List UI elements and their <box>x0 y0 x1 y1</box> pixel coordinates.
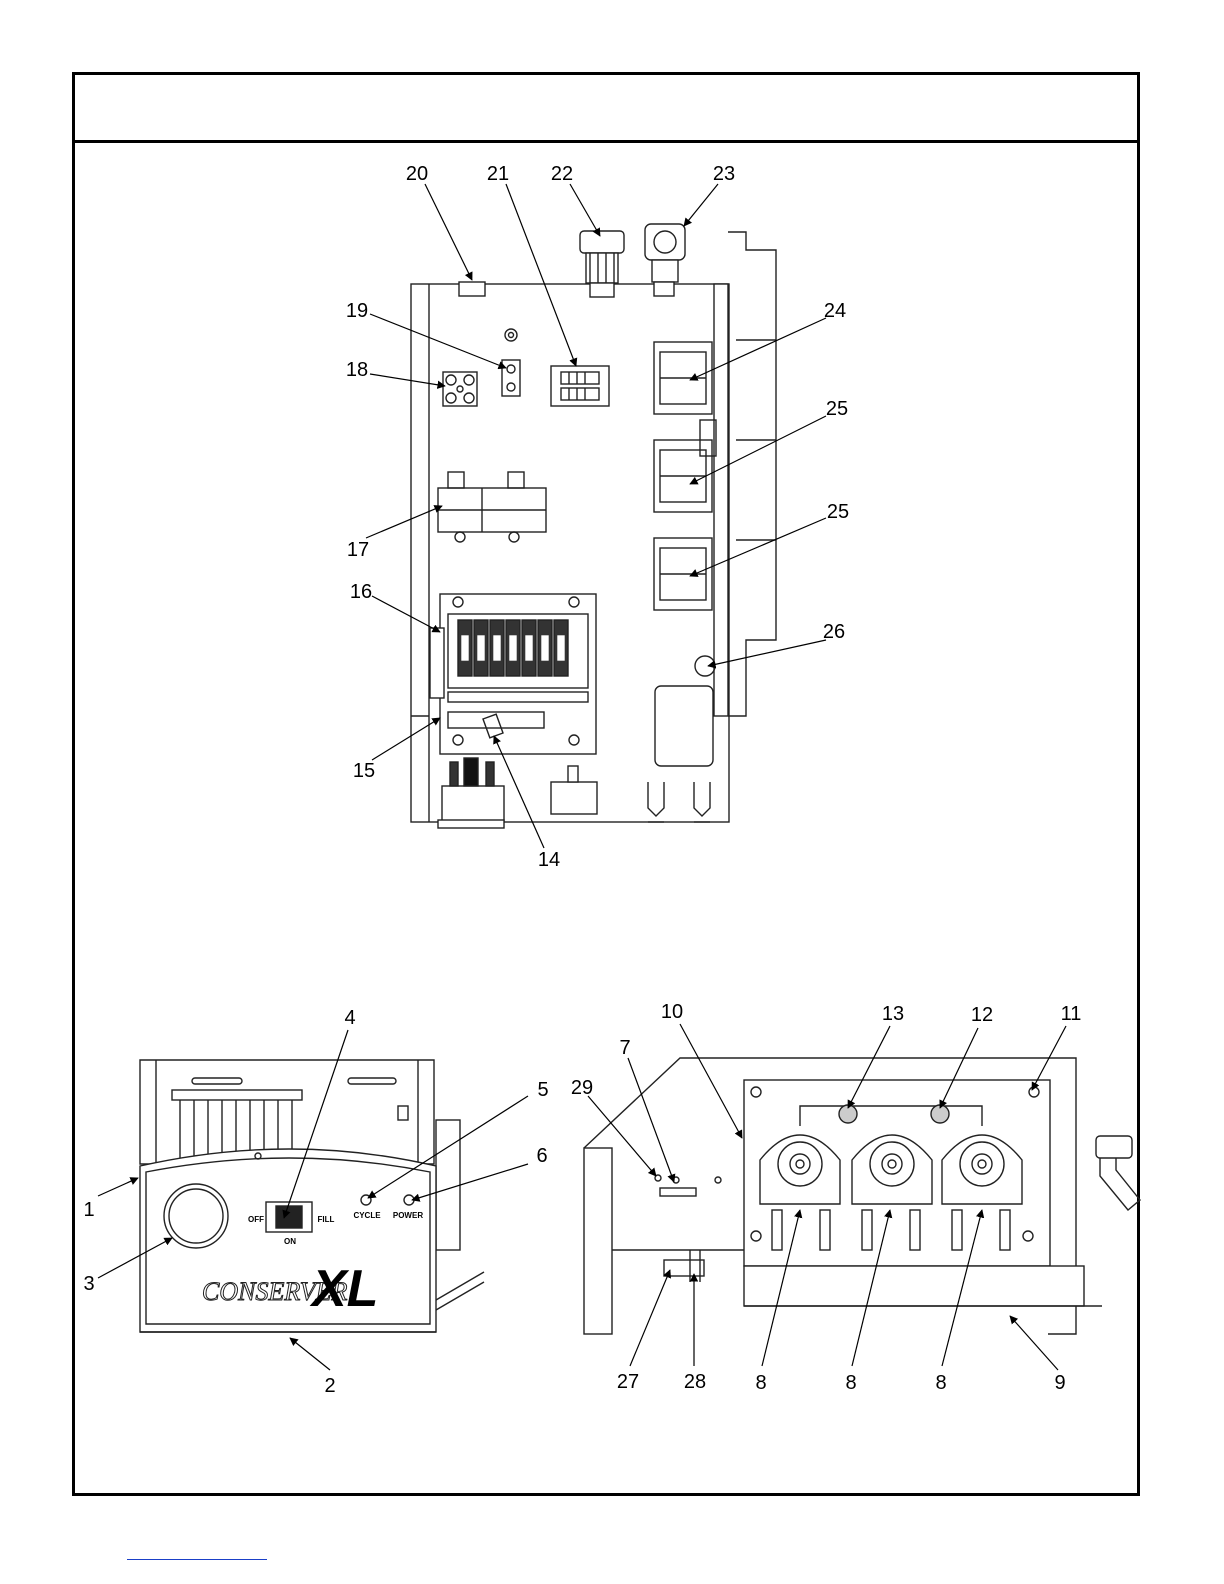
callout-14: 14 <box>538 849 560 871</box>
callout-13: 13 <box>882 1003 904 1025</box>
callout-1: 1 <box>83 1199 94 1221</box>
callout-5: 5 <box>537 1079 548 1101</box>
callout-25-upper: 25 <box>826 398 848 420</box>
cycle-label: CYCLE <box>353 1211 381 1220</box>
footer-link-underline[interactable] <box>127 1559 267 1560</box>
callout-21: 21 <box>487 163 509 185</box>
callout-25-lower: 25 <box>827 501 849 523</box>
callout-20: 20 <box>406 163 428 185</box>
callout-27: 27 <box>617 1371 639 1393</box>
callout-7: 7 <box>619 1037 630 1059</box>
callout-10: 10 <box>661 1001 683 1023</box>
callout-22: 22 <box>551 163 573 185</box>
callout-8-right: 8 <box>935 1372 946 1394</box>
callout-28: 28 <box>684 1371 706 1393</box>
callout-17: 17 <box>347 539 369 561</box>
callout-2: 2 <box>324 1375 335 1397</box>
switch-on-label: ON <box>284 1237 296 1246</box>
callout-11: 11 <box>1061 1003 1082 1025</box>
control-box-interior <box>411 224 776 828</box>
callout-29: 29 <box>571 1077 593 1099</box>
callout-18: 18 <box>346 359 368 381</box>
callout-6: 6 <box>536 1145 547 1167</box>
callout-8-middle: 8 <box>845 1372 856 1394</box>
switch-off-label: OFF <box>248 1215 264 1224</box>
callout-4: 4 <box>344 1007 355 1029</box>
callout-24: 24 <box>824 300 846 322</box>
callout-26: 26 <box>823 621 845 643</box>
callout-15: 15 <box>353 760 375 782</box>
callout-9: 9 <box>1054 1372 1065 1394</box>
callout-3: 3 <box>83 1273 94 1295</box>
callout-23: 23 <box>713 163 735 185</box>
callout-16: 16 <box>350 581 372 603</box>
callout-8-left: 8 <box>755 1372 766 1394</box>
power-label: POWER <box>393 1211 423 1220</box>
unit-side-view <box>584 1058 1140 1334</box>
switch-fill-label: FILL <box>318 1215 335 1224</box>
brand-model: XL <box>309 1260 378 1318</box>
callout-12: 12 <box>971 1004 993 1026</box>
callout-19: 19 <box>346 300 368 322</box>
